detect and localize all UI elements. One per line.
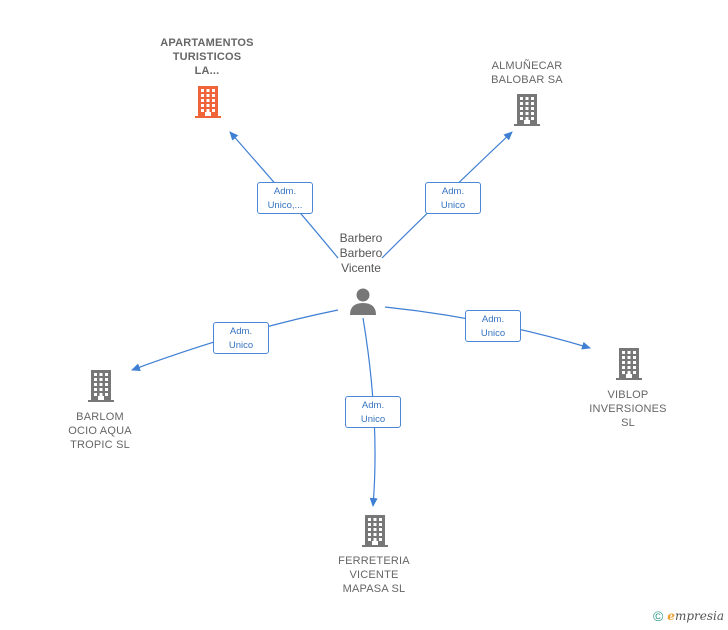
footer: © empresia <box>653 608 724 624</box>
edge-label-ferreteria[interactable]: Adm. Unico <box>345 396 401 428</box>
building-icon[interactable] <box>616 348 642 380</box>
person-name[interactable]: Barbero Barbero Vicente <box>339 231 383 275</box>
company-name-ferreteria[interactable]: FERRETERIA VICENTE MAPASA SL <box>338 555 410 595</box>
building-icon[interactable] <box>514 94 540 126</box>
building-icon[interactable] <box>195 86 221 118</box>
edge-label-almunecar[interactable]: Adm. Unico <box>425 182 481 214</box>
company-name-almunecar[interactable]: ALMUÑECAR BALOBAR SA <box>491 60 563 86</box>
company-name-apartamentos[interactable]: APARTAMENTOS TURISTICOS LA... <box>160 37 254 77</box>
person-icon[interactable] <box>348 286 378 316</box>
building-icon[interactable] <box>88 370 114 402</box>
edge-label-apartamentos[interactable]: Adm. Unico,... <box>257 182 313 214</box>
edge-label-viblop[interactable]: Adm. Unico <box>465 310 521 342</box>
edge-label-barlom[interactable]: Adm. Unico <box>213 322 269 354</box>
copyright-icon: © <box>652 608 664 624</box>
brand-logo[interactable]: empresia <box>667 609 724 623</box>
company-name-viblop[interactable]: VIBLOP INVERSIONES SL <box>589 389 667 429</box>
building-icon[interactable] <box>362 515 388 547</box>
company-name-barlom[interactable]: BARLOM OCIO AQUA TROPIC SL <box>68 411 132 451</box>
